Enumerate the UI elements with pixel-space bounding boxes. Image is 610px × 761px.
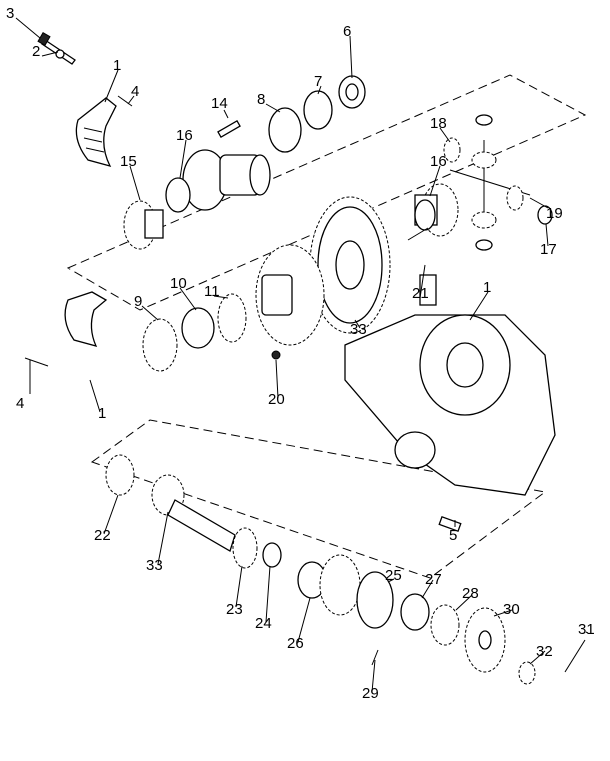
callout-1: 1 — [113, 57, 121, 74]
callout-1b: 1 — [483, 279, 491, 296]
differential-case — [255, 244, 325, 346]
cotter-pin-4 — [24, 357, 49, 367]
callout-10: 10 — [170, 275, 187, 292]
callout-6: 6 — [343, 23, 351, 40]
bearing-cone-11 — [217, 293, 247, 343]
callout-15: 15 — [120, 153, 137, 170]
callout-25: 25 — [385, 567, 402, 584]
dowel-pin — [438, 515, 462, 533]
thrust-washer-right — [414, 199, 436, 231]
callout-7: 7 — [314, 73, 322, 90]
adjuster-nut — [142, 318, 178, 372]
callout-23: 23 — [226, 601, 243, 618]
callout-33: 33 — [350, 321, 367, 338]
callout-11: 11 — [204, 283, 220, 300]
bearing-cone-23 — [232, 527, 258, 569]
callout-4: 4 — [131, 83, 139, 100]
leader-lines — [15, 17, 589, 693]
callout-14: 14 — [211, 95, 228, 112]
spacer-24 — [262, 542, 282, 568]
bolt — [37, 31, 76, 65]
nut-32 — [518, 661, 536, 685]
screw-29 — [371, 649, 379, 666]
callout-33b: 33 — [146, 557, 163, 574]
callout-17: 17 — [540, 241, 557, 258]
lock-pin — [217, 120, 241, 138]
carrier-housing — [344, 274, 556, 496]
shim — [319, 554, 361, 616]
callout-2: 2 — [32, 43, 40, 60]
callout-18: 18 — [430, 115, 447, 132]
ring-gear — [309, 196, 391, 334]
callout-21: 21 — [412, 285, 429, 302]
callout-16b: 16 — [430, 153, 447, 170]
callout-labels: 3 2 1 4 14 8 7 6 16 15 18 16 19 17 10 11… — [6, 5, 595, 702]
callout-16: 16 — [176, 127, 193, 144]
pinion-cage-25 — [356, 571, 394, 629]
callout-20: 20 — [268, 391, 285, 408]
callout-9: 9 — [134, 293, 142, 310]
callout-31: 31 — [578, 621, 595, 638]
callout-24: 24 — [255, 615, 272, 632]
seal-bore — [345, 83, 359, 101]
callout-28: 28 — [462, 585, 479, 602]
nut-20 — [271, 350, 281, 360]
breather — [419, 274, 437, 306]
pinion-group-boundary — [90, 419, 547, 579]
bearing-cone — [268, 107, 302, 153]
bearing-cap-top — [75, 97, 117, 168]
differential-group-boundary — [66, 74, 587, 311]
bearing-cup — [303, 90, 333, 130]
callout-27: 27 — [425, 571, 442, 588]
callout-22: 22 — [94, 527, 111, 544]
gear-30-bore — [478, 630, 492, 650]
callout-1c: 1 — [98, 405, 106, 422]
bolt-21 — [407, 227, 429, 241]
callout-19: 19 — [546, 205, 563, 222]
side-gear — [123, 200, 164, 250]
callout-4b: 4 — [16, 395, 24, 412]
callout-29: 29 — [362, 685, 379, 702]
differential-case-half — [182, 149, 271, 211]
callout-32: 32 — [536, 643, 553, 660]
pilot-bearing — [105, 454, 135, 496]
bearing-cup-27 — [400, 593, 430, 631]
callout-30: 30 — [503, 601, 520, 618]
callout-3: 3 — [6, 5, 14, 22]
bearing-cone-28 — [430, 604, 460, 646]
callout-26: 26 — [287, 635, 304, 652]
cotter-pin-31 — [564, 639, 586, 673]
callout-8: 8 — [257, 91, 265, 108]
drive-pinion — [151, 474, 236, 552]
cotter-pin — [117, 95, 133, 107]
callout-5: 5 — [449, 527, 457, 544]
bearing-cap-bottom — [64, 291, 108, 347]
spider-assembly — [443, 114, 531, 251]
washer — [55, 49, 65, 59]
thrust-washer — [165, 177, 191, 213]
bearing-cup-10 — [181, 307, 215, 349]
